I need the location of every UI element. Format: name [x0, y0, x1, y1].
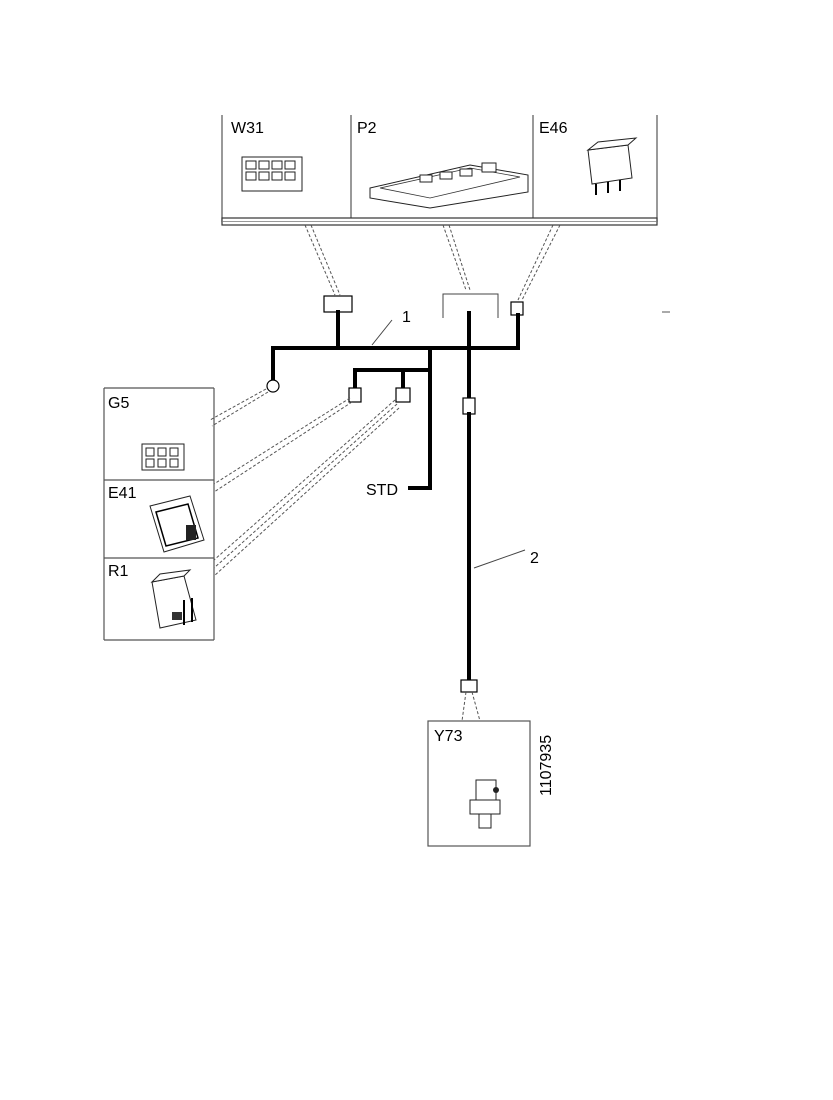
- component-label-w31: W31: [231, 120, 264, 137]
- e46-relay-icon: [586, 137, 638, 195]
- component-label-e41: E41: [108, 485, 137, 502]
- component-label-p2: P2: [357, 120, 377, 137]
- harness-1-leader: [371, 319, 393, 346]
- harness-2-inline-connector: [462, 397, 476, 415]
- harness-2-leader: [473, 549, 526, 569]
- w31-connector-icon: [241, 156, 303, 192]
- figure-number: 1107935: [538, 735, 555, 796]
- y73-connector: [460, 679, 478, 693]
- e41-connector: [348, 387, 362, 403]
- y73-solenoid-valve-icon: [469, 779, 501, 829]
- harness-label-1: 1: [402, 309, 411, 326]
- w31-connector: [323, 295, 353, 313]
- ground-label-std: STD: [366, 482, 398, 499]
- left-component-panel: [103, 387, 215, 641]
- harness-label-2: 2: [530, 550, 539, 567]
- component-label-e46: E46: [539, 120, 568, 137]
- left-leader-lines: [209, 388, 400, 577]
- y73-leader-b: [471, 691, 481, 722]
- p2-connector-bracket: [442, 293, 499, 318]
- e41-control-unit-icon: [149, 495, 205, 553]
- harness-1: [271, 310, 520, 490]
- top-leader-lines: [304, 224, 561, 301]
- y73-box: [427, 720, 531, 847]
- component-label-y73: Y73: [434, 728, 463, 745]
- component-label-r1: R1: [108, 563, 129, 580]
- g5-connector: [266, 379, 280, 393]
- component-label-g5: G5: [108, 395, 129, 412]
- g5-connector-icon: [141, 443, 185, 471]
- p2-control-panel-icon: [369, 162, 529, 209]
- r1-connector: [395, 387, 411, 403]
- y73-leader-a: [461, 691, 467, 722]
- top-component-panel: [221, 115, 658, 226]
- harness-2: [462, 346, 476, 682]
- r1-relay-icon: [150, 569, 197, 629]
